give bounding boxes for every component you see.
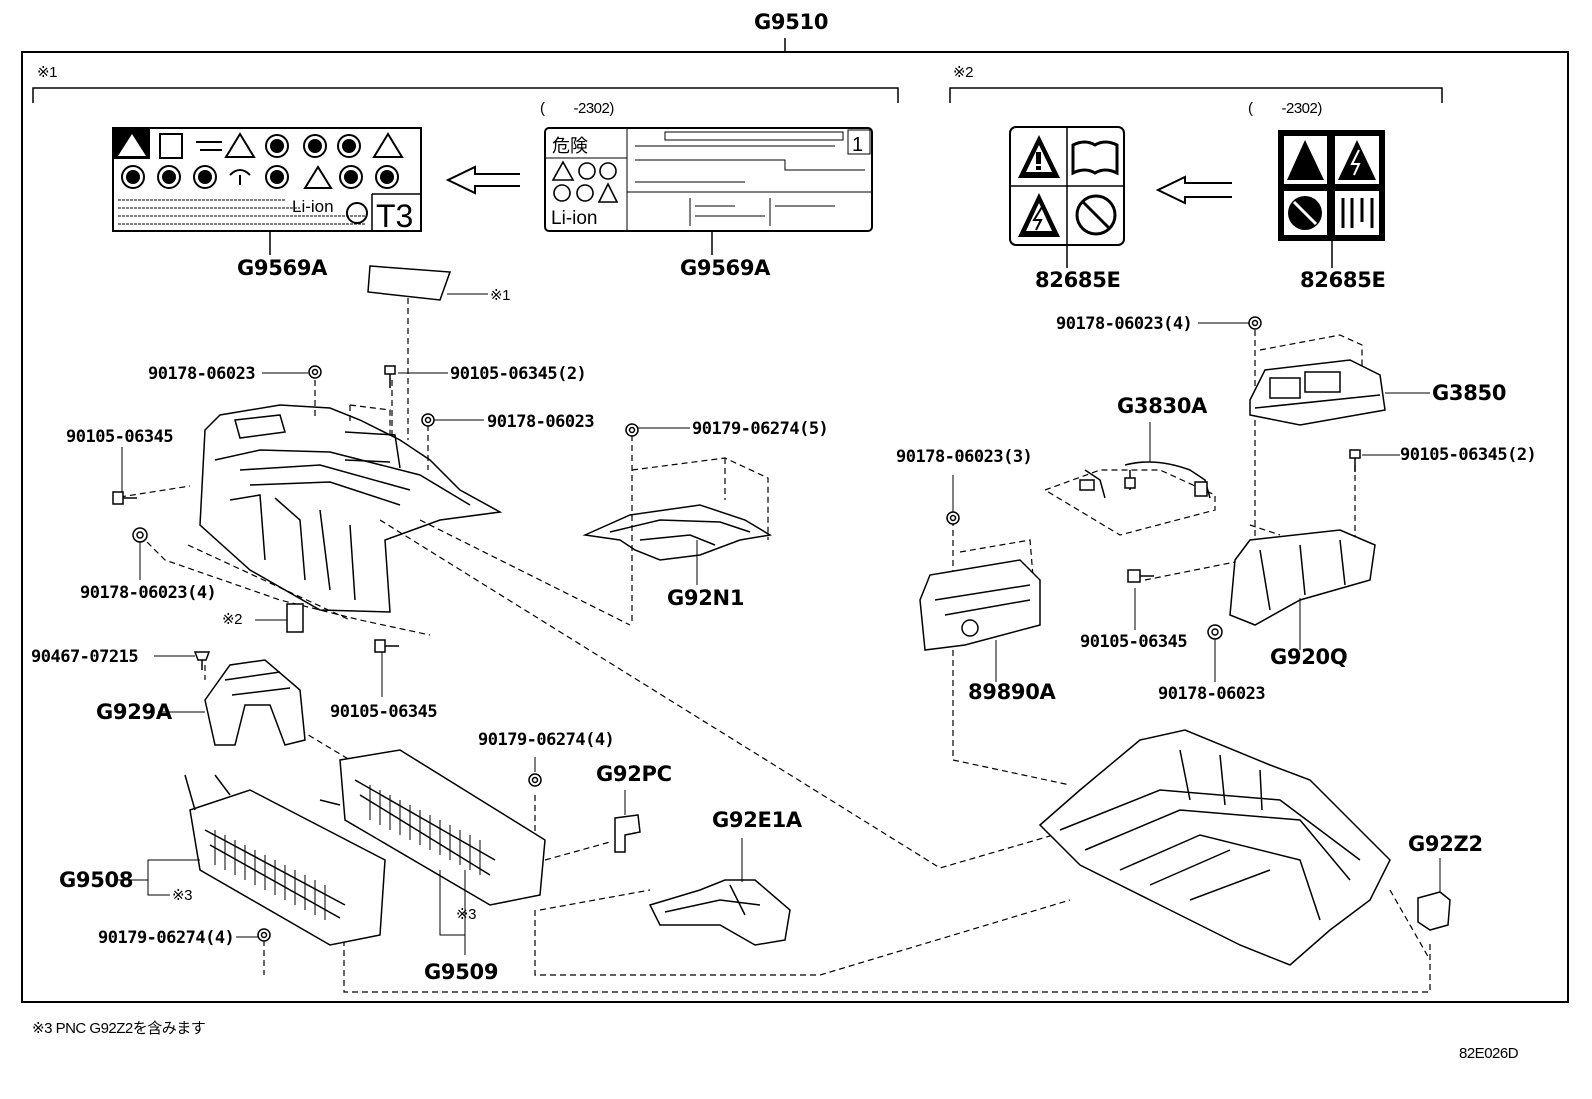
part-90105-06345-bottom[interactable]: 90105-06345 xyxy=(330,702,438,722)
t3-text: T3 xyxy=(376,198,413,234)
part-82685e-old[interactable]: 82685E xyxy=(1300,268,1386,292)
sticker-note2 xyxy=(286,603,304,633)
part-90179-06274-4-top[interactable]: 90179-06274(4) xyxy=(478,730,615,750)
warning-label-new: Li-ion T3 xyxy=(112,127,422,234)
bracket-g920q xyxy=(1229,529,1376,626)
part-90105-06345-2-right[interactable]: 90105-06345(2) xyxy=(1400,445,1537,465)
part-g9508[interactable]: G9508 xyxy=(59,868,134,892)
part-90178-06023-4-right[interactable]: 90178-06023(4) xyxy=(1056,314,1193,334)
group2-marker: ※2 xyxy=(953,64,973,81)
part-g92n1[interactable]: G92N1 xyxy=(667,586,745,610)
group1-bracket xyxy=(32,87,899,103)
diagram-frame xyxy=(21,51,1569,1003)
part-90467-07215[interactable]: 90467-07215 xyxy=(31,647,139,667)
li-ion-text: Li-ion xyxy=(292,197,334,216)
duct-g92e1a xyxy=(648,879,791,946)
replacement-arrow-left-icon xyxy=(445,165,520,195)
upper-cover xyxy=(199,404,503,613)
part-g929a[interactable]: G929A xyxy=(96,700,172,724)
part-90178-06023-top[interactable]: 90178-06023 xyxy=(148,364,256,384)
part-89890a[interactable]: 89890A xyxy=(968,680,1056,704)
note3b-marker: ※3 xyxy=(456,906,476,923)
note3a-marker: ※3 xyxy=(172,887,192,904)
part-90105-06345-2[interactable]: 90105-06345(2) xyxy=(450,364,587,384)
part-g9569a-new[interactable]: G9569A xyxy=(237,256,328,280)
part-g9569a-old[interactable]: G9569A xyxy=(680,256,771,280)
part-90178-06023-4[interactable]: 90178-06023(4) xyxy=(80,583,217,603)
part-g92z2[interactable]: G92Z2 xyxy=(1408,832,1483,856)
warning-label-old: 1 危険 Li-ion xyxy=(544,127,873,232)
warning-label-2-new xyxy=(1009,126,1125,246)
part-g3830a[interactable]: G3830A xyxy=(1117,394,1208,418)
label-leaders xyxy=(269,231,1333,268)
figure-id: 82E026D xyxy=(1459,1045,1519,1062)
li-ion-text-old: Li-ion xyxy=(551,208,597,229)
sticker-note1 xyxy=(367,265,488,440)
warning-label-2-old xyxy=(1278,130,1385,241)
date-range-1: ( -2302) xyxy=(540,100,614,117)
replacement-arrow-right-icon xyxy=(1155,175,1232,205)
part-g3850[interactable]: G3850 xyxy=(1432,381,1507,405)
assembly-title: G9510 xyxy=(754,10,829,34)
part-g9509[interactable]: G9509 xyxy=(424,960,499,984)
part-82685e-new[interactable]: 82685E xyxy=(1035,268,1121,292)
lower-tray xyxy=(1038,729,1391,966)
part-90178-06023-3[interactable]: 90178-06023(3) xyxy=(896,447,1033,467)
clip-g92pc xyxy=(614,814,641,853)
part-90179-06274-4-bottom[interactable]: 90179-06274(4) xyxy=(98,928,235,948)
footnote: ※3 PNC G92Z2を含みます xyxy=(32,1020,206,1037)
note1-marker: ※1 xyxy=(490,287,510,304)
note2-marker: ※2 xyxy=(222,611,242,628)
wire-g3830a xyxy=(1079,461,1211,499)
part-g920q[interactable]: G920Q xyxy=(1270,645,1348,669)
group2-bracket xyxy=(949,87,1443,103)
ecu-89890a xyxy=(919,559,1041,651)
duct-g929a xyxy=(204,659,306,746)
battery-stack-g9509 xyxy=(319,749,546,906)
clip-g92z2 xyxy=(1417,891,1451,931)
part-90178-06023-mid[interactable]: 90178-06023 xyxy=(487,412,595,432)
part-90179-06274-5[interactable]: 90179-06274(5) xyxy=(692,419,829,439)
battery-stack-g9508 xyxy=(184,774,386,946)
relay-block-g3850 xyxy=(1249,359,1386,426)
part-g92pc[interactable]: G92PC xyxy=(596,762,672,786)
part-90105-06345-left[interactable]: 90105-06345 xyxy=(66,427,174,447)
callout-leaders xyxy=(118,322,1430,955)
shield-g92n1 xyxy=(582,504,773,561)
date-range-2: ( -2302) xyxy=(1248,100,1322,117)
part-90105-06345-right[interactable]: 90105-06345 xyxy=(1080,632,1188,652)
group1-marker: ※1 xyxy=(37,64,57,81)
part-g92e1a[interactable]: G92E1A xyxy=(712,808,802,832)
kiken-text: 危険 xyxy=(552,136,588,157)
part-90178-06023-right[interactable]: 90178-06023 xyxy=(1158,684,1266,704)
label-number: 1 xyxy=(852,134,863,156)
